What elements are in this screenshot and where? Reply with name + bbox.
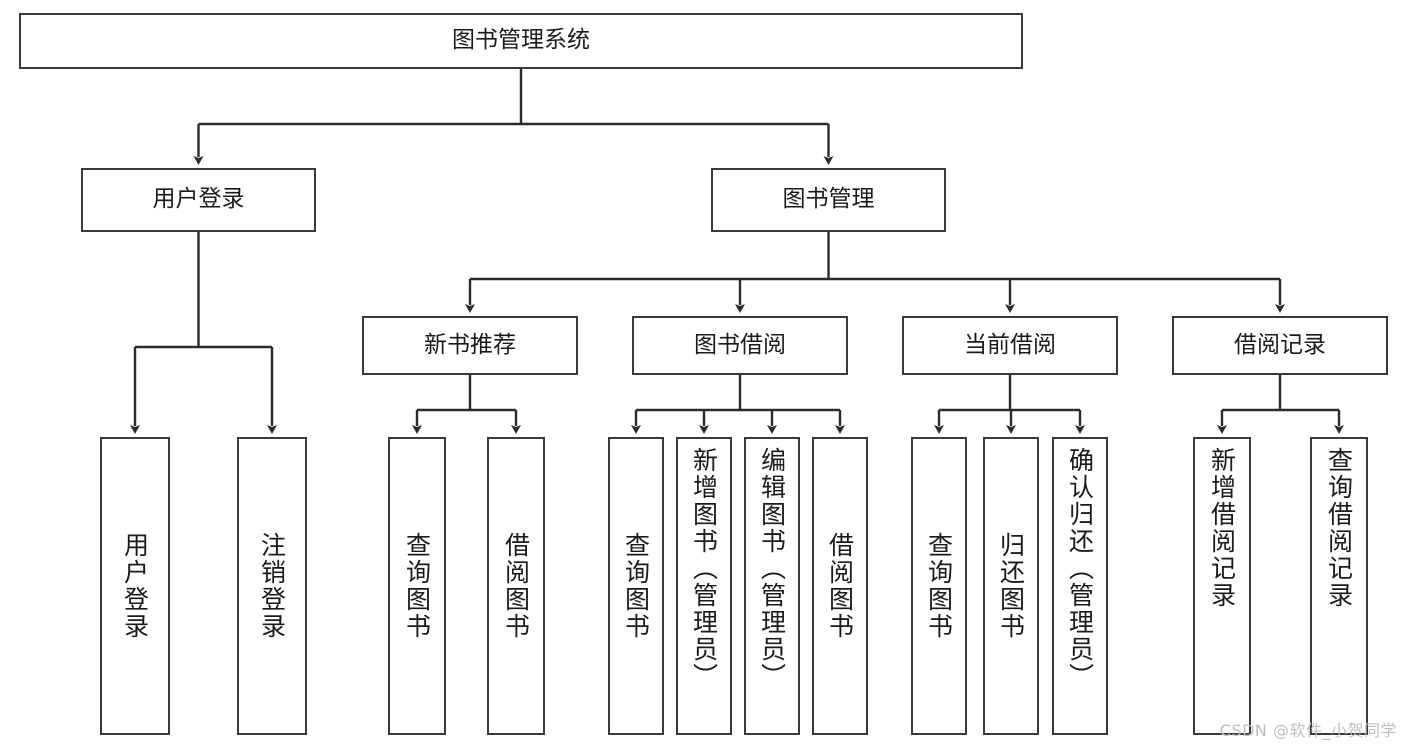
- node-label: 编辑图书（管理员）: [757, 447, 787, 690]
- node-label: 查询图书: [402, 532, 432, 640]
- node-label: 用户登录: [152, 186, 245, 213]
- node-current-borrow[interactable]: 当前借阅: [902, 316, 1118, 375]
- node-label: 新增借阅记录: [1207, 447, 1237, 609]
- node-leaf-query-book-2[interactable]: 查询图书: [608, 437, 664, 735]
- node-label: 图书管理: [782, 186, 875, 213]
- node-leaf-edit-book[interactable]: 编辑图书（管理员）: [744, 437, 800, 735]
- node-leaf-add-record[interactable]: 新增借阅记录: [1193, 437, 1251, 735]
- node-label: 当前借阅: [964, 331, 1056, 358]
- node-leaf-return-book[interactable]: 归还图书: [983, 437, 1039, 735]
- node-label: 新书推荐: [424, 331, 516, 358]
- node-label: 新增图书（管理员）: [689, 447, 719, 690]
- node-label: 归还图书: [996, 532, 1026, 640]
- watermark-text: CSDN @软件_小贺同学: [1219, 721, 1397, 740]
- node-leaf-confirm-return[interactable]: 确认归还（管理员）: [1052, 437, 1108, 735]
- node-label: 借阅图书: [825, 532, 855, 640]
- node-leaf-user-login[interactable]: 用户登录: [100, 437, 170, 735]
- node-label: 查询借阅记录: [1324, 447, 1354, 609]
- node-new-book-rec[interactable]: 新书推荐: [362, 316, 578, 375]
- node-leaf-query-book-1[interactable]: 查询图书: [388, 437, 446, 735]
- node-label: 图书借阅: [694, 331, 786, 358]
- node-leaf-logout[interactable]: 注销登录: [237, 437, 307, 735]
- node-label: 借阅记录: [1234, 331, 1326, 358]
- node-label: 图书管理系统: [452, 27, 590, 54]
- node-root[interactable]: 图书管理系统: [19, 13, 1023, 69]
- node-leaf-borrow-book-2[interactable]: 借阅图书: [812, 437, 868, 735]
- node-leaf-query-record[interactable]: 查询借阅记录: [1310, 437, 1368, 735]
- node-book-manage[interactable]: 图书管理: [711, 168, 946, 232]
- node-borrow-record[interactable]: 借阅记录: [1172, 316, 1388, 375]
- node-label: 查询图书: [621, 532, 651, 640]
- node-label: 借阅图书: [501, 532, 531, 640]
- node-label: 查询图书: [924, 532, 954, 640]
- node-book-borrow[interactable]: 图书借阅: [632, 316, 848, 375]
- node-label: 确认归还（管理员）: [1065, 447, 1095, 690]
- node-leaf-add-book[interactable]: 新增图书（管理员）: [676, 437, 732, 735]
- node-leaf-query-book-3[interactable]: 查询图书: [911, 437, 967, 735]
- node-label: 注销登录: [257, 532, 287, 640]
- node-leaf-borrow-book-1[interactable]: 借阅图书: [487, 437, 545, 735]
- node-label: 用户登录: [120, 532, 150, 640]
- node-user-login[interactable]: 用户登录: [81, 168, 316, 232]
